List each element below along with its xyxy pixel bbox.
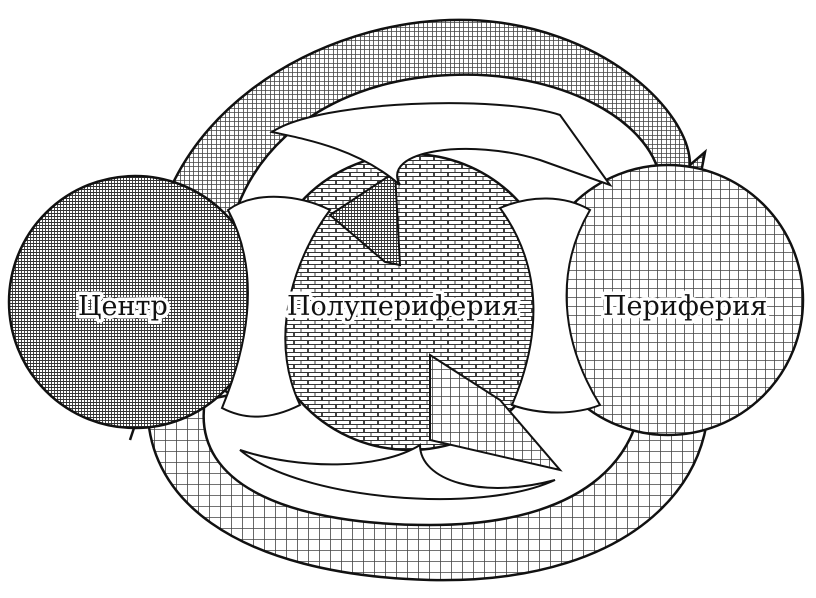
- center-label: Центр: [78, 291, 168, 322]
- periphery-label: Периферия: [603, 291, 767, 322]
- semi-periphery-label: Полупериферия: [287, 291, 519, 322]
